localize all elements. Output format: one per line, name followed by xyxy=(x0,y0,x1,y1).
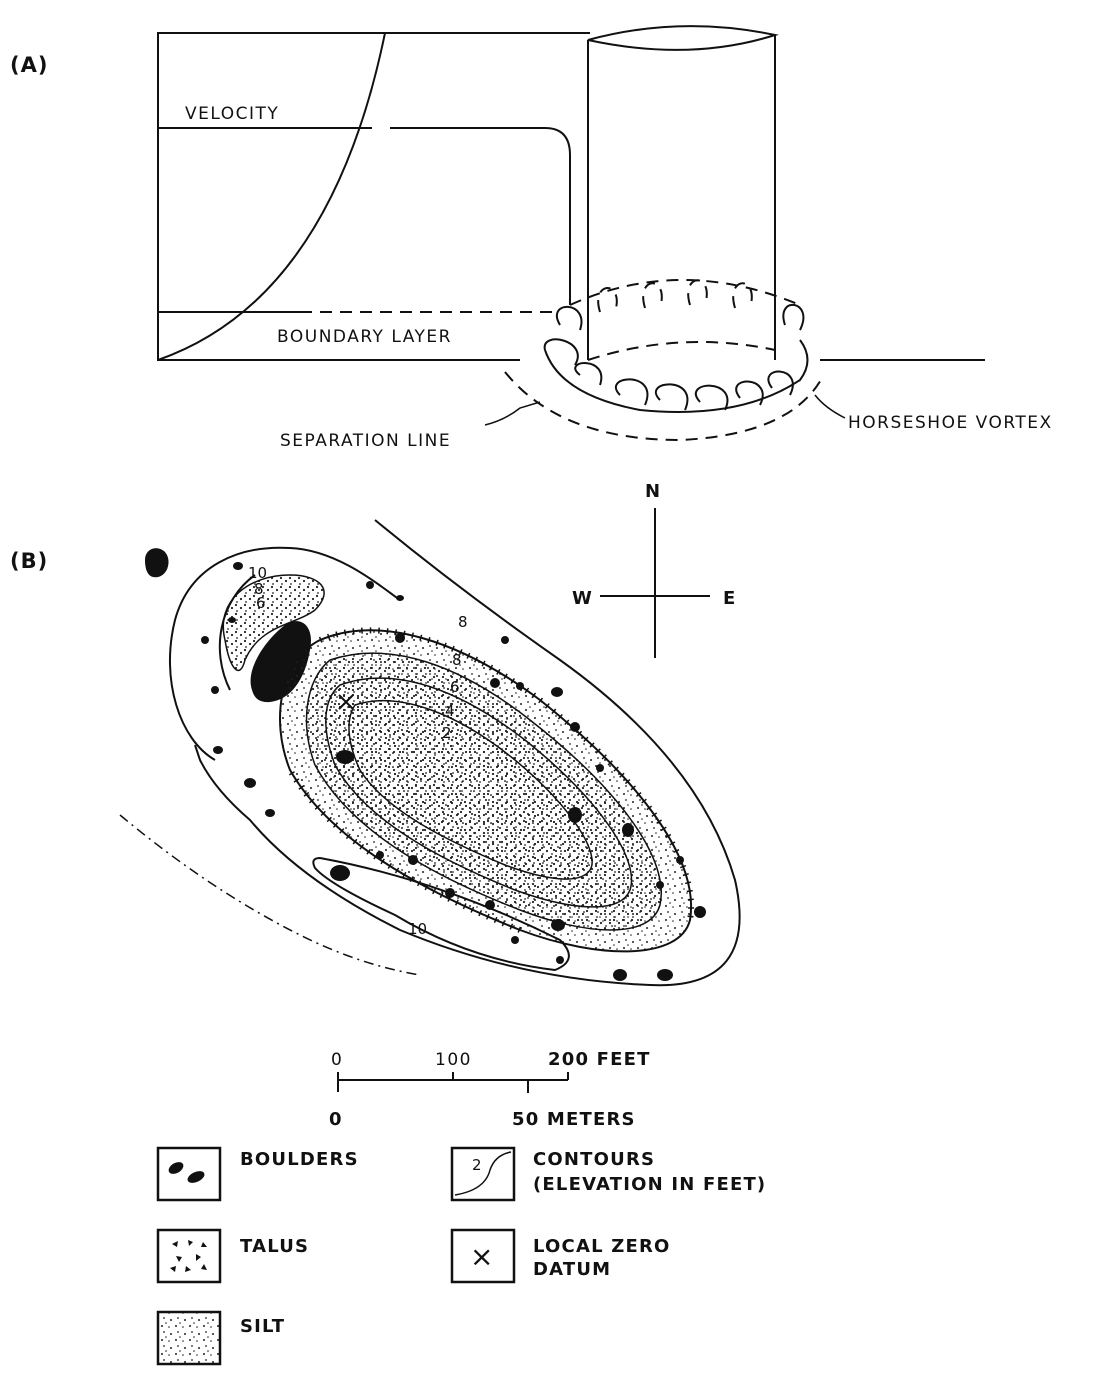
compass-rose: N W E xyxy=(572,481,737,658)
legend-datum: × LOCAL ZERO DATUM xyxy=(452,1230,671,1282)
legend-contours-symbol: 2 xyxy=(472,1156,482,1174)
legend-datum-label: LOCAL ZERO xyxy=(533,1236,671,1257)
contour-label: 4 xyxy=(445,702,455,720)
legend: BOULDERS TALUS SILT 2 CONTOURS xyxy=(158,1148,766,1364)
horseshoe-vortex-label: HORSESHOE VORTEX xyxy=(848,413,1053,433)
boundary-layer-label: BOUNDARY LAYER xyxy=(277,327,452,347)
scour-map: 10 8 6 8 8 6 4 2 10 xyxy=(120,520,740,985)
flow-box xyxy=(158,33,985,360)
velocity-label: VELOCITY xyxy=(185,104,279,124)
contour-label: 2 xyxy=(442,724,452,742)
pier-cylinder xyxy=(588,26,775,360)
scale-feet-0: 0 xyxy=(331,1050,343,1070)
legend-talus: TALUS xyxy=(158,1230,309,1282)
contour-label: 8 xyxy=(458,613,468,631)
legend-datum-symbol: × xyxy=(470,1240,493,1273)
contour-label: 10 xyxy=(408,920,427,938)
legend-contours: 2 CONTOURS (ELEVATION IN FEET) xyxy=(452,1148,766,1200)
scale-feet-200: 200 FEET xyxy=(548,1049,651,1070)
contour-label: 6 xyxy=(256,594,266,612)
contour-label: 6 xyxy=(450,678,460,696)
contour-label: 8 xyxy=(452,651,462,669)
legend-silt-label: SILT xyxy=(240,1316,285,1337)
scale-feet-100: 100 xyxy=(435,1050,472,1070)
separation-line-label: SEPARATION LINE xyxy=(280,431,451,451)
legend-talus-label: TALUS xyxy=(240,1236,309,1257)
scale-bar: 0 100 200 FEET 0 50 METERS xyxy=(329,1049,651,1130)
compass-west: W xyxy=(572,588,593,609)
legend-boulders-label: BOULDERS xyxy=(240,1149,359,1170)
legend-contours-sublabel: (ELEVATION IN FEET) xyxy=(533,1174,766,1195)
panel-b-label: (B) xyxy=(10,549,48,573)
panel-a: (A) xyxy=(10,26,1053,451)
legend-contours-label: CONTOURS xyxy=(533,1149,655,1170)
legend-boulders: BOULDERS xyxy=(158,1148,359,1200)
boulder-detached xyxy=(145,548,169,577)
scale-meters-50: 50 METERS xyxy=(512,1109,636,1130)
legend-datum-sublabel: DATUM xyxy=(533,1259,611,1280)
scale-meters-0: 0 xyxy=(329,1109,343,1130)
compass-north: N xyxy=(645,481,661,502)
velocity-profile-curve xyxy=(158,33,385,360)
legend-silt: SILT xyxy=(158,1312,285,1364)
horseshoe-vortex xyxy=(485,280,845,440)
panel-b: (B) N W E xyxy=(10,481,766,1364)
panel-a-label: (A) xyxy=(10,53,48,77)
compass-east: E xyxy=(723,588,737,609)
